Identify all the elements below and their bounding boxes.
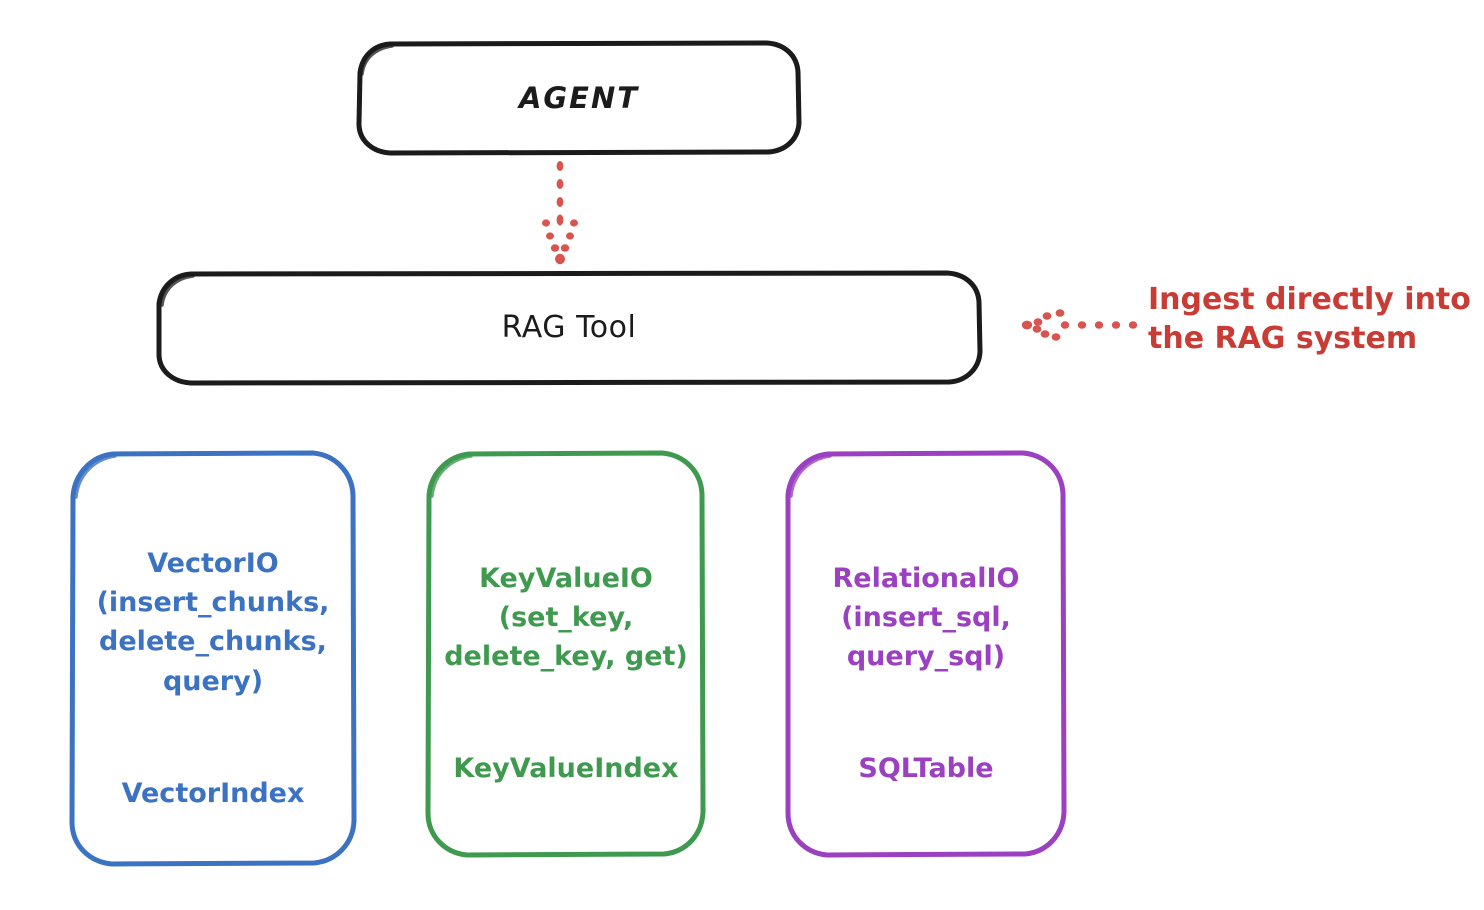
node-agent[interactable]: AGENT (356, 40, 802, 156)
agent-to-rag-tool-arrow (542, 161, 578, 265)
relationalio-label: RelationalIO (insert_sql, query_sql) SQL… (833, 520, 1020, 789)
vectorio-secondary-label: VectorIndex (121, 777, 305, 809)
node-rag-tool[interactable]: RAG Tool (155, 270, 983, 386)
vectorio-label-spacer (97, 701, 330, 735)
ingest-to-rag-tool-arrow (1021, 309, 1138, 341)
ingest-annotation-text: Ingest directly into the RAG system (1148, 282, 1471, 356)
node-keyvalueio[interactable]: KeyValueIO (set_key, delete_key, get) Ke… (424, 450, 708, 858)
keyvalueio-secondary-label: KeyValueIndex (453, 753, 679, 785)
keyvalueio-label-spacer (444, 676, 688, 710)
relationalio-primary-label: RelationalIO (insert_sql, query_sql) (832, 562, 1020, 672)
keyvalueio-label: KeyValueIO (set_key, delete_key, get) Ke… (444, 520, 688, 789)
relationalio-label-spacer (833, 676, 1020, 710)
node-vectorio[interactable]: VectorIO (insert_chunks, delete_chunks, … (68, 450, 358, 868)
node-relationalio[interactable]: RelationalIO (insert_sql, query_sql) SQL… (784, 450, 1068, 858)
vectorio-primary-label: VectorIO (insert_chunks, delete_chunks, … (96, 548, 330, 697)
relationalio-secondary-label: SQLTable (858, 753, 994, 785)
rag-tool-label: RAG Tool (501, 310, 637, 346)
keyvalueio-primary-label: KeyValueIO (set_key, delete_key, get) (444, 562, 688, 672)
agent-label: AGENT (518, 80, 640, 115)
vectorio-label: VectorIO (insert_chunks, delete_chunks, … (97, 505, 330, 813)
